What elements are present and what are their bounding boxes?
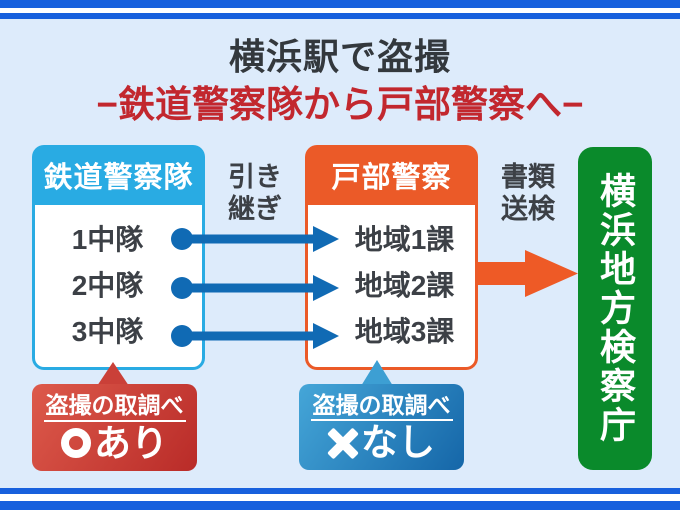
transfer-arrow-3	[171, 323, 339, 349]
referral-label: 書類 送検	[478, 161, 578, 226]
interrogation-no-verdict: なし	[328, 424, 435, 461]
page-title: 横浜駅で盗撮	[228, 36, 451, 77]
railway-police-header: 鉄道警察隊	[32, 145, 205, 205]
referral-label-line2: 送検	[501, 194, 555, 225]
referral-label-line1: 書類	[501, 162, 555, 192]
blue-callout-pointer	[361, 360, 393, 386]
railway-unit-2: 2中隊	[71, 270, 144, 301]
railway-unit-1: 1中隊	[71, 224, 144, 255]
red-callout-pointer	[97, 362, 129, 386]
tobe-division-2: 地域2課	[354, 270, 455, 301]
frame-top-bar	[0, 0, 680, 8]
interrogation-no-callout: 盗撮の取調べ なし	[299, 384, 464, 470]
referral-arrow	[478, 250, 578, 297]
prosecutors-office-label: 横浜地方検察庁	[595, 172, 636, 445]
railway-unit-3: 3中隊	[71, 316, 144, 347]
handover-label-line1: 引き	[228, 162, 282, 192]
tobe-division-3: 地域3課	[354, 316, 455, 347]
handover-label: 引き 継ぎ	[205, 161, 305, 226]
page-subtitle: −鉄道警察隊から戸部警察へ−	[96, 84, 584, 125]
interrogation-yes-verdict: あり	[61, 425, 168, 462]
frame-top-white-stripe	[0, 8, 680, 13]
interrogation-yes-label: あり	[94, 422, 168, 464]
maru-circle-icon	[61, 428, 91, 459]
interrogation-no-label: なし	[361, 422, 435, 464]
transfer-arrow-2	[171, 275, 339, 301]
frame-bottom-white-stripe	[0, 494, 680, 501]
frame-bottom-blue-stripe	[0, 488, 680, 494]
tobe-police-header: 戸部警察	[305, 145, 478, 205]
interrogation-yes-callout: 盗撮の取調べ あり	[32, 384, 197, 471]
frame-bottom-bar	[0, 501, 680, 510]
interrogation-no-heading: 盗撮の取調べ	[310, 392, 453, 422]
frame-top-blue-stripe	[0, 13, 680, 19]
handover-label-line2: 継ぎ	[228, 194, 282, 225]
interrogation-yes-heading: 盗撮の取調べ	[43, 393, 186, 422]
prosecutors-office-box: 横浜地方検察庁	[578, 147, 652, 470]
transfer-arrow-1	[171, 226, 339, 252]
tobe-division-1: 地域1課	[354, 224, 455, 255]
batsu-cross-icon	[328, 428, 358, 458]
